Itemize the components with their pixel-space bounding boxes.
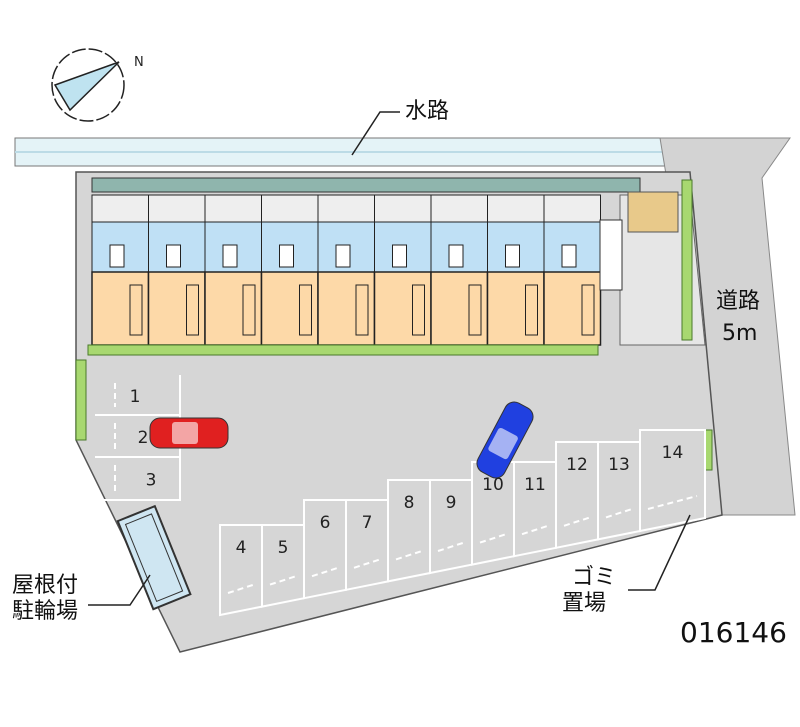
parking-space-number: 1 [130,387,141,407]
parking-space-number: 5 [278,538,289,558]
parking-space-number: 4 [236,538,247,558]
parking-space: 9 [429,479,473,575]
parking-space-number: 6 [320,513,331,533]
apartment-unit [91,194,150,346]
hedge [87,344,599,356]
compass-north-label: N [134,55,144,70]
apartment-unit [373,194,432,346]
parking-space-number: 11 [524,475,546,495]
parking-space: 13 [597,441,641,541]
garbage-label-2: 置場 [562,591,607,616]
apartment-unit [486,194,545,346]
canal-leader-line [351,111,400,156]
parking-space: 2 [95,423,180,458]
bike-shelter-label-2: 駐輪場 [12,599,79,624]
brick-area [627,191,679,233]
apartment-unit [204,194,263,346]
apartment-unit [147,194,206,346]
garbage-label-1: ゴミ [572,565,617,590]
parking-space-number: 12 [566,455,588,475]
parking-space-number: 2 [138,428,149,448]
staircase [599,219,623,291]
parking-space: 14 [639,429,706,533]
parking-space-number: 3 [146,471,157,491]
parking-space: 7 [345,499,389,592]
parking-space-number: 14 [662,443,684,463]
road-width-label: 5m [722,321,758,346]
bike-shelter-label-1: 屋根付 [12,573,79,598]
compass-icon: N [51,48,144,122]
hedge [681,179,693,341]
apartment-building [91,194,602,346]
hedge [75,359,87,441]
parking-space: 11 [513,461,557,558]
garbage-leader-line [628,514,691,591]
parking-space-number: 9 [446,493,457,513]
property-id: 016146 [680,616,787,649]
red-car [149,417,229,449]
parking-space: 12 [555,441,599,550]
blue-car [476,401,534,479]
road-label: 道路 [716,289,761,314]
bicycle-shelter [116,504,192,611]
parking-space: 8 [387,479,431,583]
apartment-unit [543,194,602,346]
apartment-unit [430,194,489,346]
bike-leader-line [88,574,151,606]
parking-space-number: 13 [608,455,630,475]
parking-space: 5 [261,524,305,608]
canal-label: 水路 [405,99,450,124]
parking-space: 4 [219,524,263,617]
apartment-unit [260,194,319,346]
parking-space-number: 10 [482,475,504,495]
parking-space-number: 8 [404,493,415,513]
parking-space-number: 7 [362,513,373,533]
apartment-unit [317,194,376,346]
parking-space: 1 [95,383,180,416]
parking-space: 6 [303,499,347,600]
